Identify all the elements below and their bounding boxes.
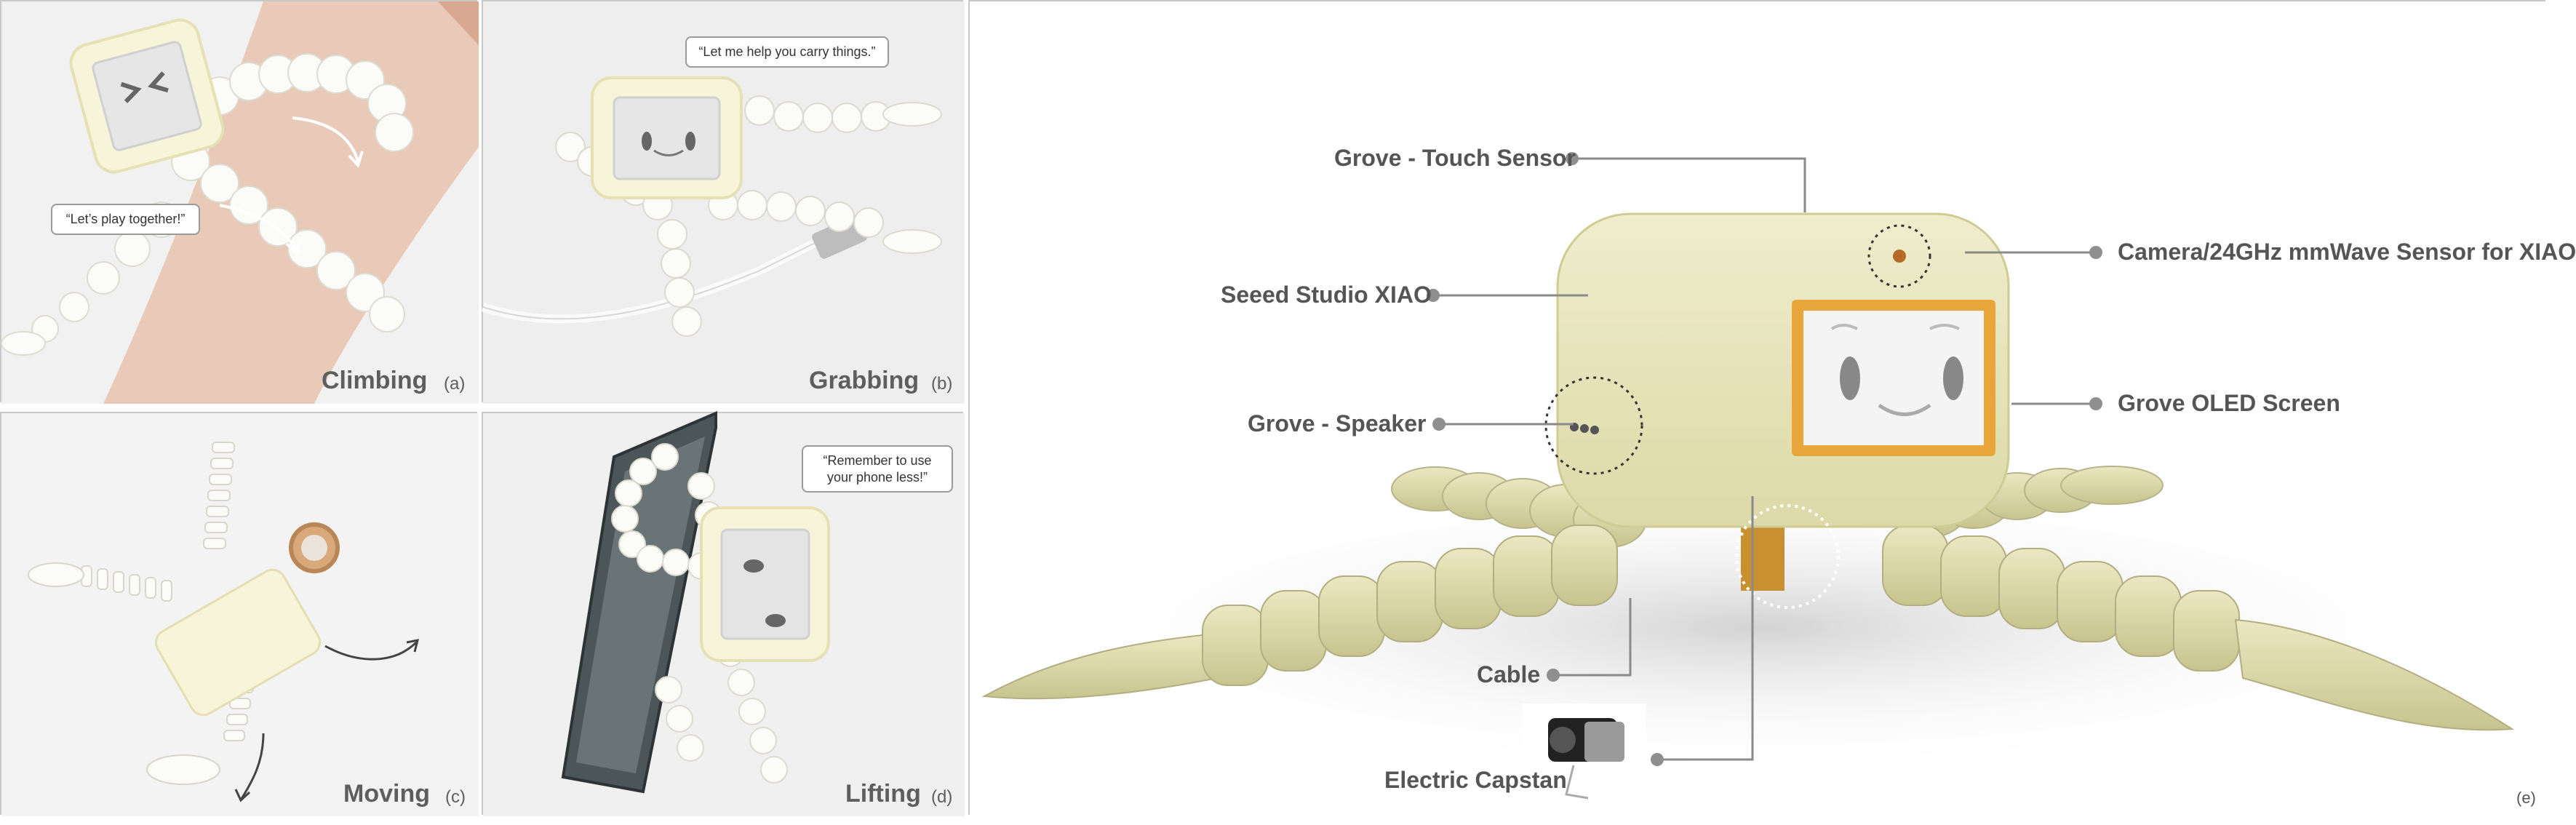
grabbing-illustration xyxy=(482,1,965,404)
robot-head-lifting xyxy=(700,506,830,662)
arrow-1 xyxy=(292,116,359,162)
lifting-illustration xyxy=(483,410,965,816)
panel-lifting: “Remember to use your phone less!” Lifti… xyxy=(482,410,965,816)
arrow-down xyxy=(240,733,265,800)
panel-components: Grove - Touch Sensor Seeed Studio XIAO G… xyxy=(968,0,2576,816)
arrow-right xyxy=(324,641,418,661)
climbing-illustration xyxy=(1,1,479,404)
robot-head-grabbing xyxy=(591,76,743,199)
panel-tag-b: (b) xyxy=(931,374,953,394)
tentacles xyxy=(28,442,254,785)
panel-tag-a: (a) xyxy=(444,374,466,394)
floor-shadow xyxy=(1031,482,2486,773)
robot-render xyxy=(970,1,2547,816)
panel-title-lifting: Lifting xyxy=(845,780,921,808)
bubble-line-1: “Remember to use xyxy=(823,453,932,468)
panel-grabbing: “Let me help you carry things.” Grabbing… xyxy=(482,0,965,404)
panel-moving: Moving (c) xyxy=(0,412,479,816)
label-oled: Grove OLED Screen xyxy=(2118,390,2340,416)
panel-title-grabbing: Grabbing xyxy=(809,367,920,394)
label-xiao: Seeed Studio XIAO xyxy=(1221,282,1432,308)
speech-bubble-grabbing: “Let me help you carry things.” xyxy=(685,36,889,68)
panel-title-climbing: Climbing xyxy=(322,367,428,394)
panel-tag-c: (c) xyxy=(445,787,466,807)
moving-illustration xyxy=(1,413,479,816)
label-speaker: Grove - Speaker xyxy=(1248,410,1427,437)
camera-lens xyxy=(1893,250,1906,263)
leader-lines xyxy=(1433,157,2096,761)
arrow-2 xyxy=(219,204,298,250)
tentacles xyxy=(555,95,942,337)
robot-body-moving xyxy=(154,568,322,717)
speech-bubble-lifting: “Remember to use your phone less!” xyxy=(802,445,953,493)
label-capstan: Electric Capstan xyxy=(1384,767,1567,793)
panel-tag-e: (e) xyxy=(2516,789,2536,807)
usb-plug xyxy=(812,215,867,259)
speech-bubble-climbing: “Let’s play together!” xyxy=(51,204,200,235)
panel-tag-d: (d) xyxy=(931,787,953,807)
ring xyxy=(289,522,340,573)
label-cable: Cable xyxy=(1477,661,1541,688)
label-camera: Camera/24GHz mmWave Sensor for XIAO xyxy=(2118,239,2576,265)
electric-capstan-image xyxy=(1523,704,1646,805)
front-tentacles xyxy=(981,525,2515,731)
label-touch-sensor: Grove - Touch Sensor xyxy=(1334,145,1576,171)
screen-eye-right xyxy=(1943,356,1963,400)
panel-climbing: “Let’s play together!” Climbing (a) xyxy=(0,0,479,404)
panel-title-moving: Moving xyxy=(343,780,430,808)
robot-head-climbing xyxy=(69,18,225,174)
bubble-line-2: your phone less!” xyxy=(826,469,928,485)
cable-highlight xyxy=(1735,504,1840,609)
leader-dots xyxy=(1427,152,2102,766)
screen-eye-left xyxy=(1840,356,1860,400)
